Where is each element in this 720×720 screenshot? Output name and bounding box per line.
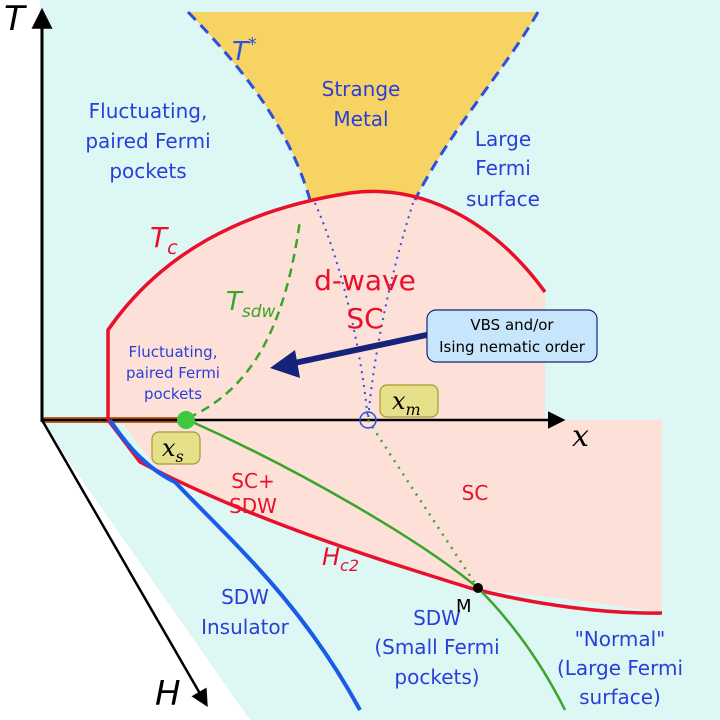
tsdw-curve xyxy=(187,219,302,420)
svg-text:surface: surface xyxy=(466,187,540,211)
svg-text:(Large Fermi: (Large Fermi xyxy=(557,656,683,680)
normal-large-fermi-label: "Normal" (Large Fermi surface) xyxy=(557,627,683,709)
callout-text: VBS and/or Ising nematic order xyxy=(439,316,586,356)
fluct-upper-label: Fluctuating, paired Fermi pockets xyxy=(85,99,210,183)
dwave-sc-label: d-wave SC xyxy=(314,264,416,335)
x-axis-label: x xyxy=(572,419,589,454)
hc2-label: Hc2 xyxy=(322,543,359,575)
svg-text:SDW: SDW xyxy=(221,585,269,609)
svg-text:Strange: Strange xyxy=(322,77,401,101)
sc-sdw-boundary xyxy=(187,418,567,711)
sc-label: SC xyxy=(462,481,489,505)
strange-metal-region xyxy=(188,12,538,200)
xs-marker-box xyxy=(151,431,201,465)
svg-text:pockets): pockets) xyxy=(394,665,479,689)
strange-metal-label: Strange Metal xyxy=(322,77,401,131)
svg-text:Ising nematic order: Ising nematic order xyxy=(439,338,586,356)
svg-text:surface): surface) xyxy=(579,685,661,709)
svg-text:pockets: pockets xyxy=(109,159,186,183)
svg-text:SDW: SDW xyxy=(413,606,461,630)
tc-label: Tc xyxy=(150,221,178,259)
sc-lower-region xyxy=(120,298,662,613)
hc2-curve xyxy=(106,418,663,615)
svg-text:d-wave: d-wave xyxy=(314,264,416,297)
sc-dome-region xyxy=(108,191,545,420)
svg-text:VBS and/or: VBS and/or xyxy=(470,316,554,334)
svg-text:Insulator: Insulator xyxy=(201,615,290,639)
svg-text:pockets: pockets xyxy=(144,385,202,403)
sdw-insulator-label: SDW Insulator xyxy=(201,585,290,639)
sdw-insulator-boundary xyxy=(108,418,362,711)
tstar-left-dotted xyxy=(314,202,369,421)
sdw-small-fermi-label: SDW (Small Fermi pockets) xyxy=(374,606,499,689)
h-axis-label: H xyxy=(155,674,181,714)
tstar-right-line xyxy=(413,11,540,201)
callout-box xyxy=(426,309,598,363)
svg-text:Large: Large xyxy=(475,127,531,151)
svg-text:Metal: Metal xyxy=(333,107,388,131)
vbs-arrow-head xyxy=(270,350,300,378)
svg-text:SC: SC xyxy=(346,302,383,335)
xm-marker-box xyxy=(379,384,439,418)
xm-to-m-dotted xyxy=(366,419,480,589)
vbs-arrow-shaft xyxy=(284,327,451,368)
m-point xyxy=(473,583,483,593)
xs-marker-label: xs xyxy=(162,434,184,466)
svg-text:Fluctuating,: Fluctuating, xyxy=(89,99,208,123)
tc-curve xyxy=(106,189,547,420)
sc-sdw-label: SC+ SDW xyxy=(229,469,277,518)
svg-text:paired Fermi: paired Fermi xyxy=(126,364,220,382)
tsdw-label: Tsdw xyxy=(226,287,276,322)
xs-point xyxy=(177,411,195,429)
xm-marker-label: xm xyxy=(392,387,421,419)
large-fermi-label: Large Fermi surface xyxy=(466,127,540,211)
svg-text:Fermi: Fermi xyxy=(475,156,531,180)
tstar-label: T* xyxy=(232,34,257,67)
xm-point xyxy=(359,411,377,429)
tstar-right-dotted xyxy=(367,202,414,421)
svg-text:"Normal": "Normal" xyxy=(575,627,666,651)
svg-text:paired Fermi: paired Fermi xyxy=(85,129,210,153)
m-point-label: M xyxy=(456,596,472,617)
svg-text:SDW: SDW xyxy=(229,494,277,518)
tstar-left-line xyxy=(186,10,312,201)
svg-text:(Small Fermi: (Small Fermi xyxy=(374,635,499,659)
fluct-lower-label: Fluctuating, paired Fermi pockets xyxy=(126,343,220,403)
h-axis xyxy=(40,419,208,708)
t-axis-label: T xyxy=(4,0,27,39)
svg-text:SC+: SC+ xyxy=(231,469,274,493)
svg-text:Fluctuating,: Fluctuating, xyxy=(129,343,218,361)
